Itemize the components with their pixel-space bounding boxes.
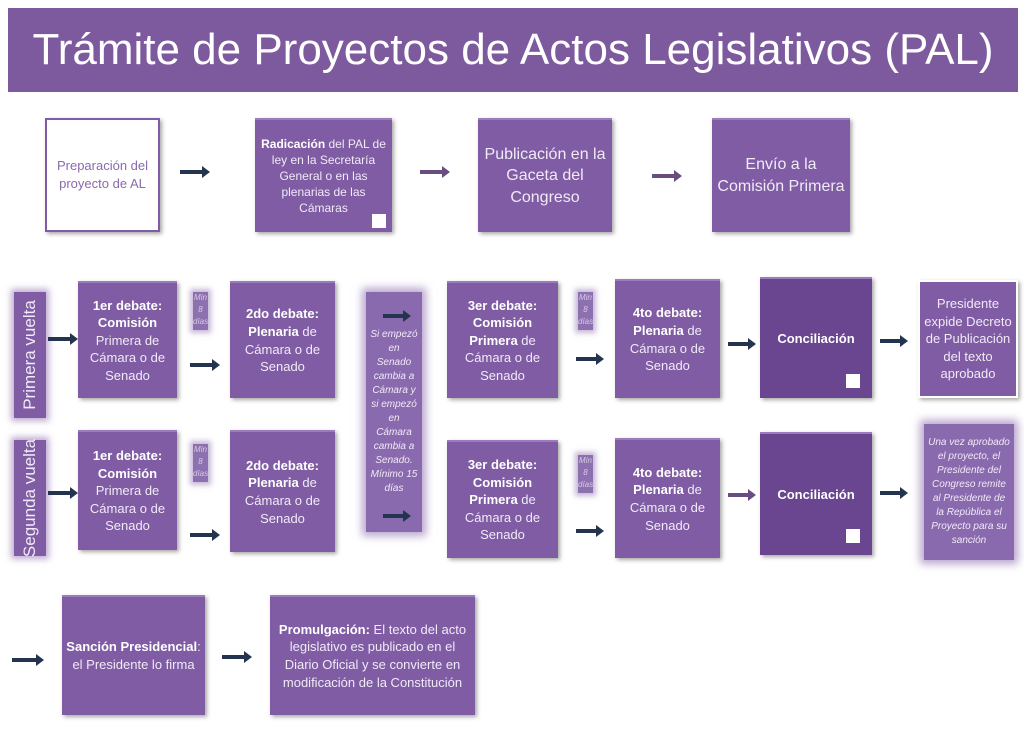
bold-text: 2do debate: Plenaria [246,306,319,339]
arrow [383,510,411,522]
step-2do-debate: 2do debate: Plenaria de Cámara o de Sena… [230,430,335,552]
bold-text: 2do debate: Plenaria [246,457,319,491]
step-text: de Cámara o de Senado [244,323,321,375]
step-text: de Cámara o de Senado [629,322,706,374]
arrow [222,651,252,663]
step-sancion: Sanción Presidencial: el Presidente lo f… [62,595,205,715]
note-text: Si empezó en Senado cambia a Cámara y si… [370,329,418,494]
bold-text: 3er debate: Comisión Primera [467,457,538,508]
step-text: de Cámara o de Senado [629,482,706,533]
min-text: Min [579,293,592,302]
bold-text: Sanción Presidencial [66,639,198,655]
arrow [48,333,78,345]
step-text: Publicación en la Gaceta del Congreso [484,145,606,206]
step-text: : el Presidente lo firma [72,639,201,672]
arrow [880,335,908,347]
cambio-camara-note: Si empezó en Senado cambia a Cámara y si… [366,292,422,532]
step-4to-debate: 4to debate: Plenaria de Cámara o de Sena… [615,438,720,558]
arrow [48,487,78,499]
bold-text: Radicación [261,136,326,151]
arrow [652,170,682,182]
step-envio: Envío a la Comisión Primera [712,118,850,232]
min-text: 8 [583,468,588,477]
step-text: Primera de Cámara o de Senado [89,483,166,534]
step-text: El texto del acto legislativo es publica… [282,621,467,690]
arrow [383,310,411,322]
step-preparacion: Preparación del proyecto de AL [45,118,160,232]
step-4to-debate: 4to debate: Plenaria de Cámara o de Sena… [615,279,720,398]
arrow [728,489,756,501]
bold-text: 3er debate: Comisión Primera [467,297,538,348]
min-days: Min 8 días [193,292,208,330]
arrow [728,338,756,350]
label-text: Segunda vuelta [20,438,39,558]
arrow [190,359,220,371]
min-text: días [578,317,594,326]
arrow [420,166,450,178]
bold-text: 4to debate: Plenaria [632,464,703,498]
step-1er-debate: 1er debate: Comisión Primera de Cámara o… [78,430,177,550]
bold-text: Conciliación [777,486,855,502]
step-text: del PAL de ley en la Secretaría General … [271,136,386,216]
min-text: 8 [583,305,588,314]
min-text: días [578,480,594,489]
arrow [180,166,210,178]
step-2do-debate: 2do debate: Plenaria de Cámara o de Sena… [230,281,335,398]
min-text: Min [579,456,592,465]
min-days: Min 8 días [193,444,208,482]
step-text: Preparación del proyecto de AL [56,158,149,191]
label-primera-vuelta: Primera vuelta [14,292,46,418]
label-text: Primera vuelta [20,300,39,410]
step-1er-debate: 1er debate: Comisión Primera de Cámara o… [78,281,177,398]
step-conciliacion: Conciliación [760,277,872,398]
arrow [190,529,220,541]
step-text: Primera de Cámara o de Senado [89,332,166,383]
step-text: de Cámara o de Senado [464,492,541,543]
min-text: 8 [198,457,203,466]
min-days: Min 8 días [578,292,593,330]
min-days: Min 8 días [578,455,593,493]
step-una-vez-aprobado: Una vez aprobado el proyecto, el Preside… [924,424,1014,560]
title: Trámite de Proyectos de Actos Legislativ… [32,25,994,74]
arrow [576,353,604,365]
step-radicacion: Radicación del PAL de ley en la Secretar… [255,118,392,232]
step-publicacion: Publicación en la Gaceta del Congreso [478,118,612,232]
step-text: Envío a la Comisión Primera [717,156,845,195]
arrow [12,654,44,666]
bold-text: 4to debate: Plenaria [632,305,703,338]
bold-text: 1er debate: Comisión [92,297,163,331]
step-conciliacion: Conciliación [760,432,872,555]
step-text: Una vez aprobado el proyecto, el Preside… [928,437,1010,546]
min-text: Min [194,293,207,302]
min-text: días [193,317,209,326]
arrow [576,525,604,537]
step-text: de Cámara o de Senado [464,332,541,383]
bold-text: 1er debate: Comisión [92,448,163,481]
bold-text: Conciliación [777,330,855,346]
min-text: Min [194,445,207,454]
bold-text: Promulgación: [278,621,370,637]
min-text: días [193,469,209,478]
step-presidente-expide: Presidente expide Decreto de Publicación… [918,280,1018,398]
label-segunda-vuelta: Segunda vuelta [14,438,46,558]
step-promulgacion: Promulgación: El texto del acto legislat… [270,595,475,715]
min-text: 8 [198,305,203,314]
title-banner: Trámite de Proyectos de Actos Legislativ… [8,8,1018,92]
step-text: de Cámara o de Senado [244,475,321,526]
step-text: Presidente expide Decreto de Publicación… [924,296,1012,382]
step-3er-debate: 3er debate: Comisión Primera de Cámara o… [447,440,558,558]
step-3er-debate: 3er debate: Comisión Primera de Cámara o… [447,281,558,398]
arrow [880,487,908,499]
